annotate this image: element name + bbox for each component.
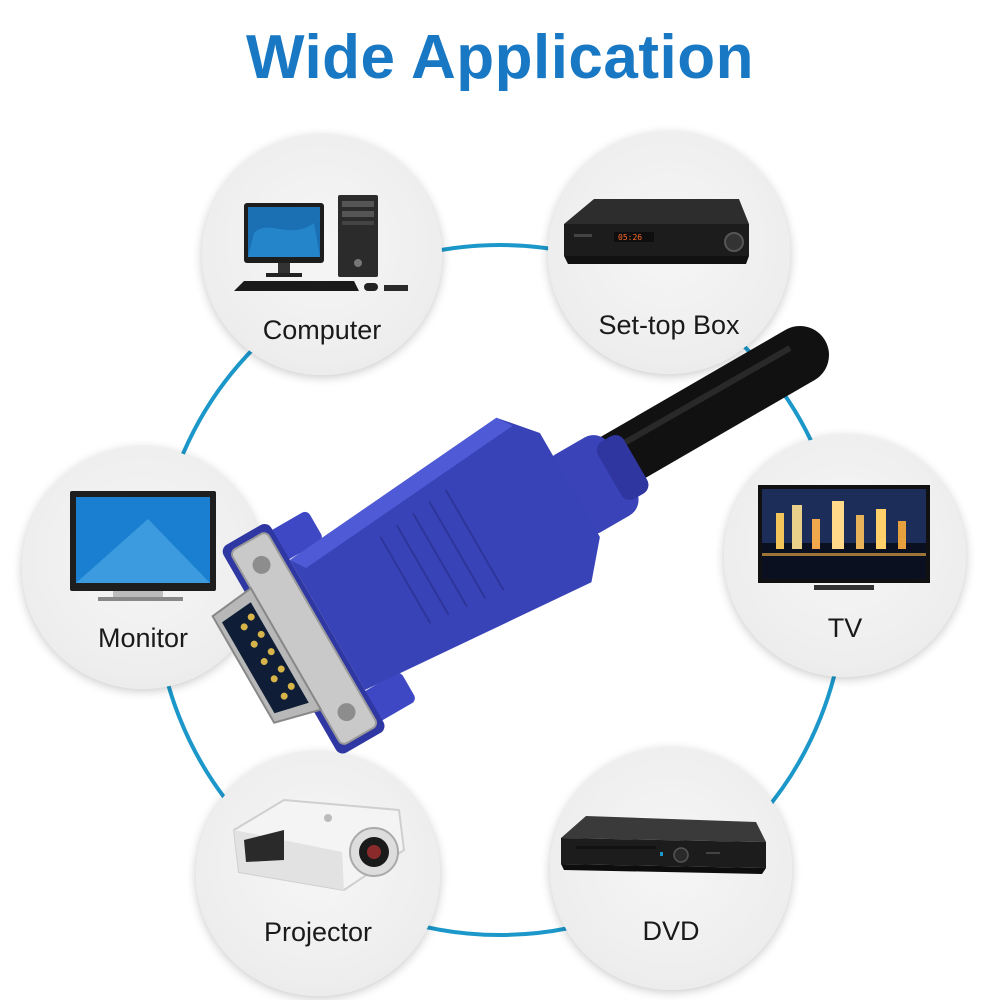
device-projector: Projector [196,752,440,996]
device-monitor: Monitor [22,447,264,689]
device-label: Projector [263,917,373,947]
page-title: Wide Application [245,23,755,92]
device-label: DVD [642,916,700,946]
tv-icon [758,485,930,590]
device-label: TV [827,613,863,643]
device-label: Computer [262,315,382,345]
dvd-player-icon [561,816,766,874]
device-label: Set-top Box [598,310,740,340]
desktop-computer-icon [234,195,408,291]
projector-icon [232,798,406,892]
device-label: Monitor [97,623,189,653]
monitor-icon [70,491,216,601]
device-tv: TV [724,435,966,677]
set-top-box-icon: 05:26 [564,199,749,264]
device-computer: Computer [202,135,442,375]
device-dvd: DVD [550,748,792,990]
device-settop: 05:26 Set-top Box [548,132,790,374]
svg-text:05:26: 05:26 [618,233,642,242]
